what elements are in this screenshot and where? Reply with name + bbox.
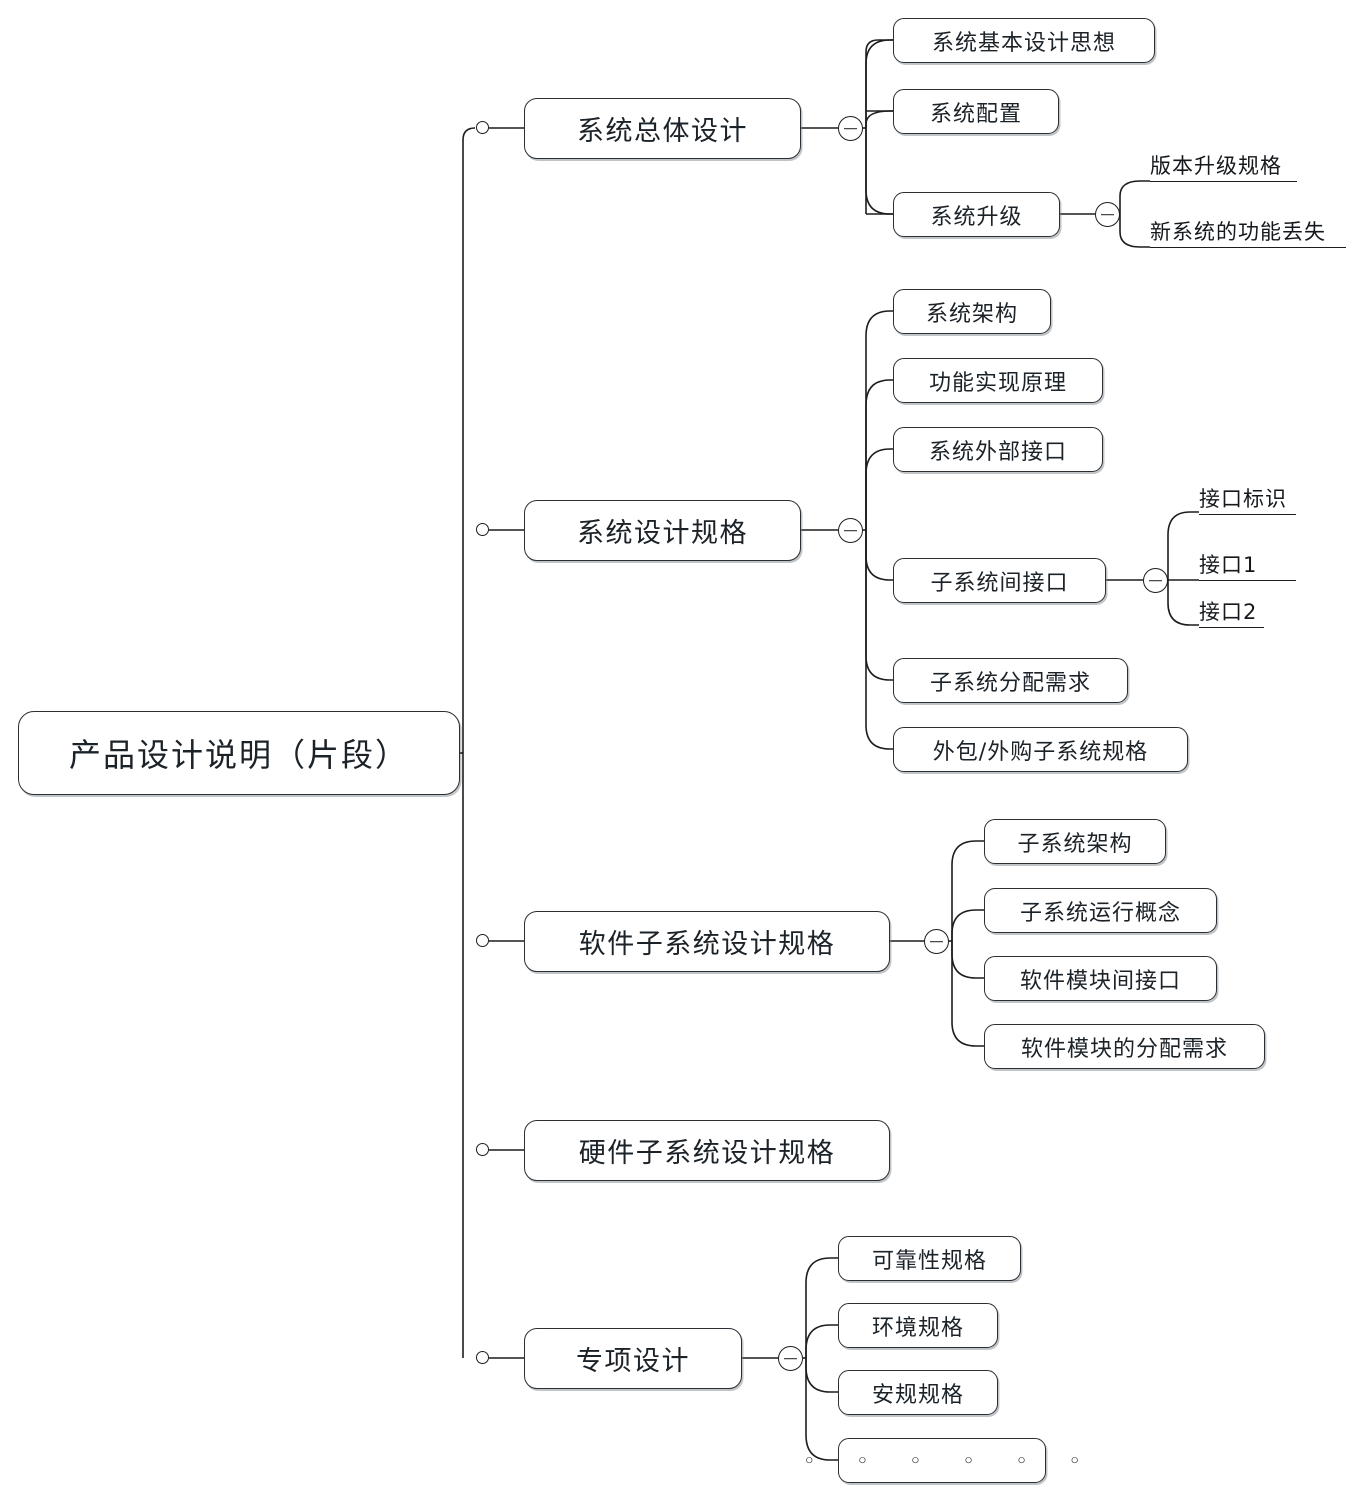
branch-bullet-software-subsystem-spec[interactable] xyxy=(476,934,489,947)
leaf-label: 软件模块间接口 xyxy=(1019,968,1181,994)
leaf-label: 系统升级 xyxy=(930,204,1023,230)
leaf-node-software-module-interface[interactable]: 软件模块间接口 xyxy=(984,956,1217,1001)
branch-label: 软件子系统设计规格 xyxy=(578,929,836,960)
leaf-label: 环境规格 xyxy=(871,1315,964,1341)
branch-bullet-hardware-subsystem-spec[interactable] xyxy=(476,1143,489,1156)
leaf-label: 系统基本设计思想 xyxy=(931,30,1116,56)
underline-label: 接口1 xyxy=(1199,553,1258,577)
leaf-node-software-module-allocation-requirement[interactable]: 软件模块的分配需求 xyxy=(984,1024,1265,1069)
leaf-node-function-realization-principle[interactable]: 功能实现原理 xyxy=(893,358,1103,403)
leaf-node-reliability-spec[interactable]: 可靠性规格 xyxy=(838,1236,1021,1281)
leaf-label: ◦ ◦ ◦ ◦ ◦ ◦ xyxy=(803,1448,1098,1473)
root-node-label: 产品设计说明（片段） xyxy=(68,736,409,774)
collapse-toggle-system-upgrade[interactable] xyxy=(1095,202,1120,227)
branch-bullet-system-design-spec[interactable] xyxy=(476,523,489,536)
branch-node-hardware-subsystem-spec[interactable]: 硬件子系统设计规格 xyxy=(524,1120,890,1181)
leaf-label: 子系统间接口 xyxy=(930,570,1069,596)
branch-node-system-overall-design[interactable]: 系统总体设计 xyxy=(524,98,801,159)
collapse-toggle-special-design[interactable] xyxy=(778,1346,803,1371)
underline-node-interface-identifier[interactable]: 接口标识 xyxy=(1199,487,1296,515)
underline-node-interface-2[interactable]: 接口2 xyxy=(1199,600,1264,628)
leaf-node-system-configuration[interactable]: 系统配置 xyxy=(893,89,1059,134)
underline-label: 接口2 xyxy=(1199,600,1258,624)
collapse-toggle-subsystem-interface[interactable] xyxy=(1143,568,1168,593)
leaf-node-system-upgrade[interactable]: 系统升级 xyxy=(893,192,1060,237)
underline-label: 新系统的功能丢失 xyxy=(1150,220,1326,244)
leaf-node-system-architecture[interactable]: 系统架构 xyxy=(893,289,1051,334)
leaf-node-subsystem-operation-concept[interactable]: 子系统运行概念 xyxy=(984,888,1217,933)
branch-node-special-design[interactable]: 专项设计 xyxy=(524,1328,742,1389)
underline-node-version-upgrade-spec[interactable]: 版本升级规格 xyxy=(1150,154,1297,182)
underline-label: 接口标识 xyxy=(1199,487,1287,511)
underline-node-interface-1[interactable]: 接口1 xyxy=(1199,553,1296,581)
branch-bullet-special-design[interactable] xyxy=(476,1351,489,1364)
leaf-label: 功能实现原理 xyxy=(928,370,1067,396)
leaf-node-subsystem-allocation-requirement[interactable]: 子系统分配需求 xyxy=(893,658,1128,703)
root-node[interactable]: 产品设计说明（片段） xyxy=(18,711,460,795)
leaf-label: 系统外部接口 xyxy=(928,439,1067,465)
branch-bullet-system-overall-design[interactable] xyxy=(476,121,489,134)
underline-node-new-system-function-loss[interactable]: 新系统的功能丢失 xyxy=(1150,220,1346,248)
leaf-node-basic-design-concept[interactable]: 系统基本设计思想 xyxy=(893,18,1155,63)
branch-node-system-design-spec[interactable]: 系统设计规格 xyxy=(524,500,801,561)
leaf-node-system-external-interface[interactable]: 系统外部接口 xyxy=(893,427,1103,472)
leaf-label: 子系统架构 xyxy=(1017,831,1133,857)
leaf-label: 安规规格 xyxy=(871,1382,964,1408)
leaf-node-outsourced-subsystem-spec[interactable]: 外包/外购子系统规格 xyxy=(893,727,1188,772)
collapse-toggle-software-subsystem[interactable] xyxy=(924,929,949,954)
leaf-label: 子系统运行概念 xyxy=(1019,900,1181,926)
leaf-label: 系统架构 xyxy=(925,301,1018,327)
branch-label: 系统总体设计 xyxy=(577,116,748,147)
underline-label: 版本升级规格 xyxy=(1150,154,1282,178)
leaf-node-ellipsis[interactable]: ◦ ◦ ◦ ◦ ◦ ◦ xyxy=(803,1438,1081,1483)
leaf-label: 外包/外购子系统规格 xyxy=(932,739,1149,765)
branch-node-software-subsystem-spec[interactable]: 软件子系统设计规格 xyxy=(524,911,890,972)
leaf-label: 系统配置 xyxy=(929,101,1022,127)
branch-label: 硬件子系统设计规格 xyxy=(578,1138,836,1169)
branch-label: 专项设计 xyxy=(576,1346,690,1377)
leaf-label: 可靠性规格 xyxy=(871,1248,987,1274)
leaf-label: 子系统分配需求 xyxy=(929,670,1091,696)
branch-label: 系统设计规格 xyxy=(577,518,748,549)
leaf-node-inter-subsystem-interface[interactable]: 子系统间接口 xyxy=(893,558,1106,603)
leaf-node-subsystem-architecture[interactable]: 子系统架构 xyxy=(984,819,1166,864)
leaf-node-safety-regulation-spec[interactable]: 安规规格 xyxy=(838,1370,998,1415)
collapse-toggle-system-design-spec[interactable] xyxy=(838,518,863,543)
leaf-node-environment-spec[interactable]: 环境规格 xyxy=(838,1303,998,1348)
collapse-toggle-system-overall-design[interactable] xyxy=(838,116,863,141)
leaf-label: 软件模块的分配需求 xyxy=(1020,1036,1228,1062)
